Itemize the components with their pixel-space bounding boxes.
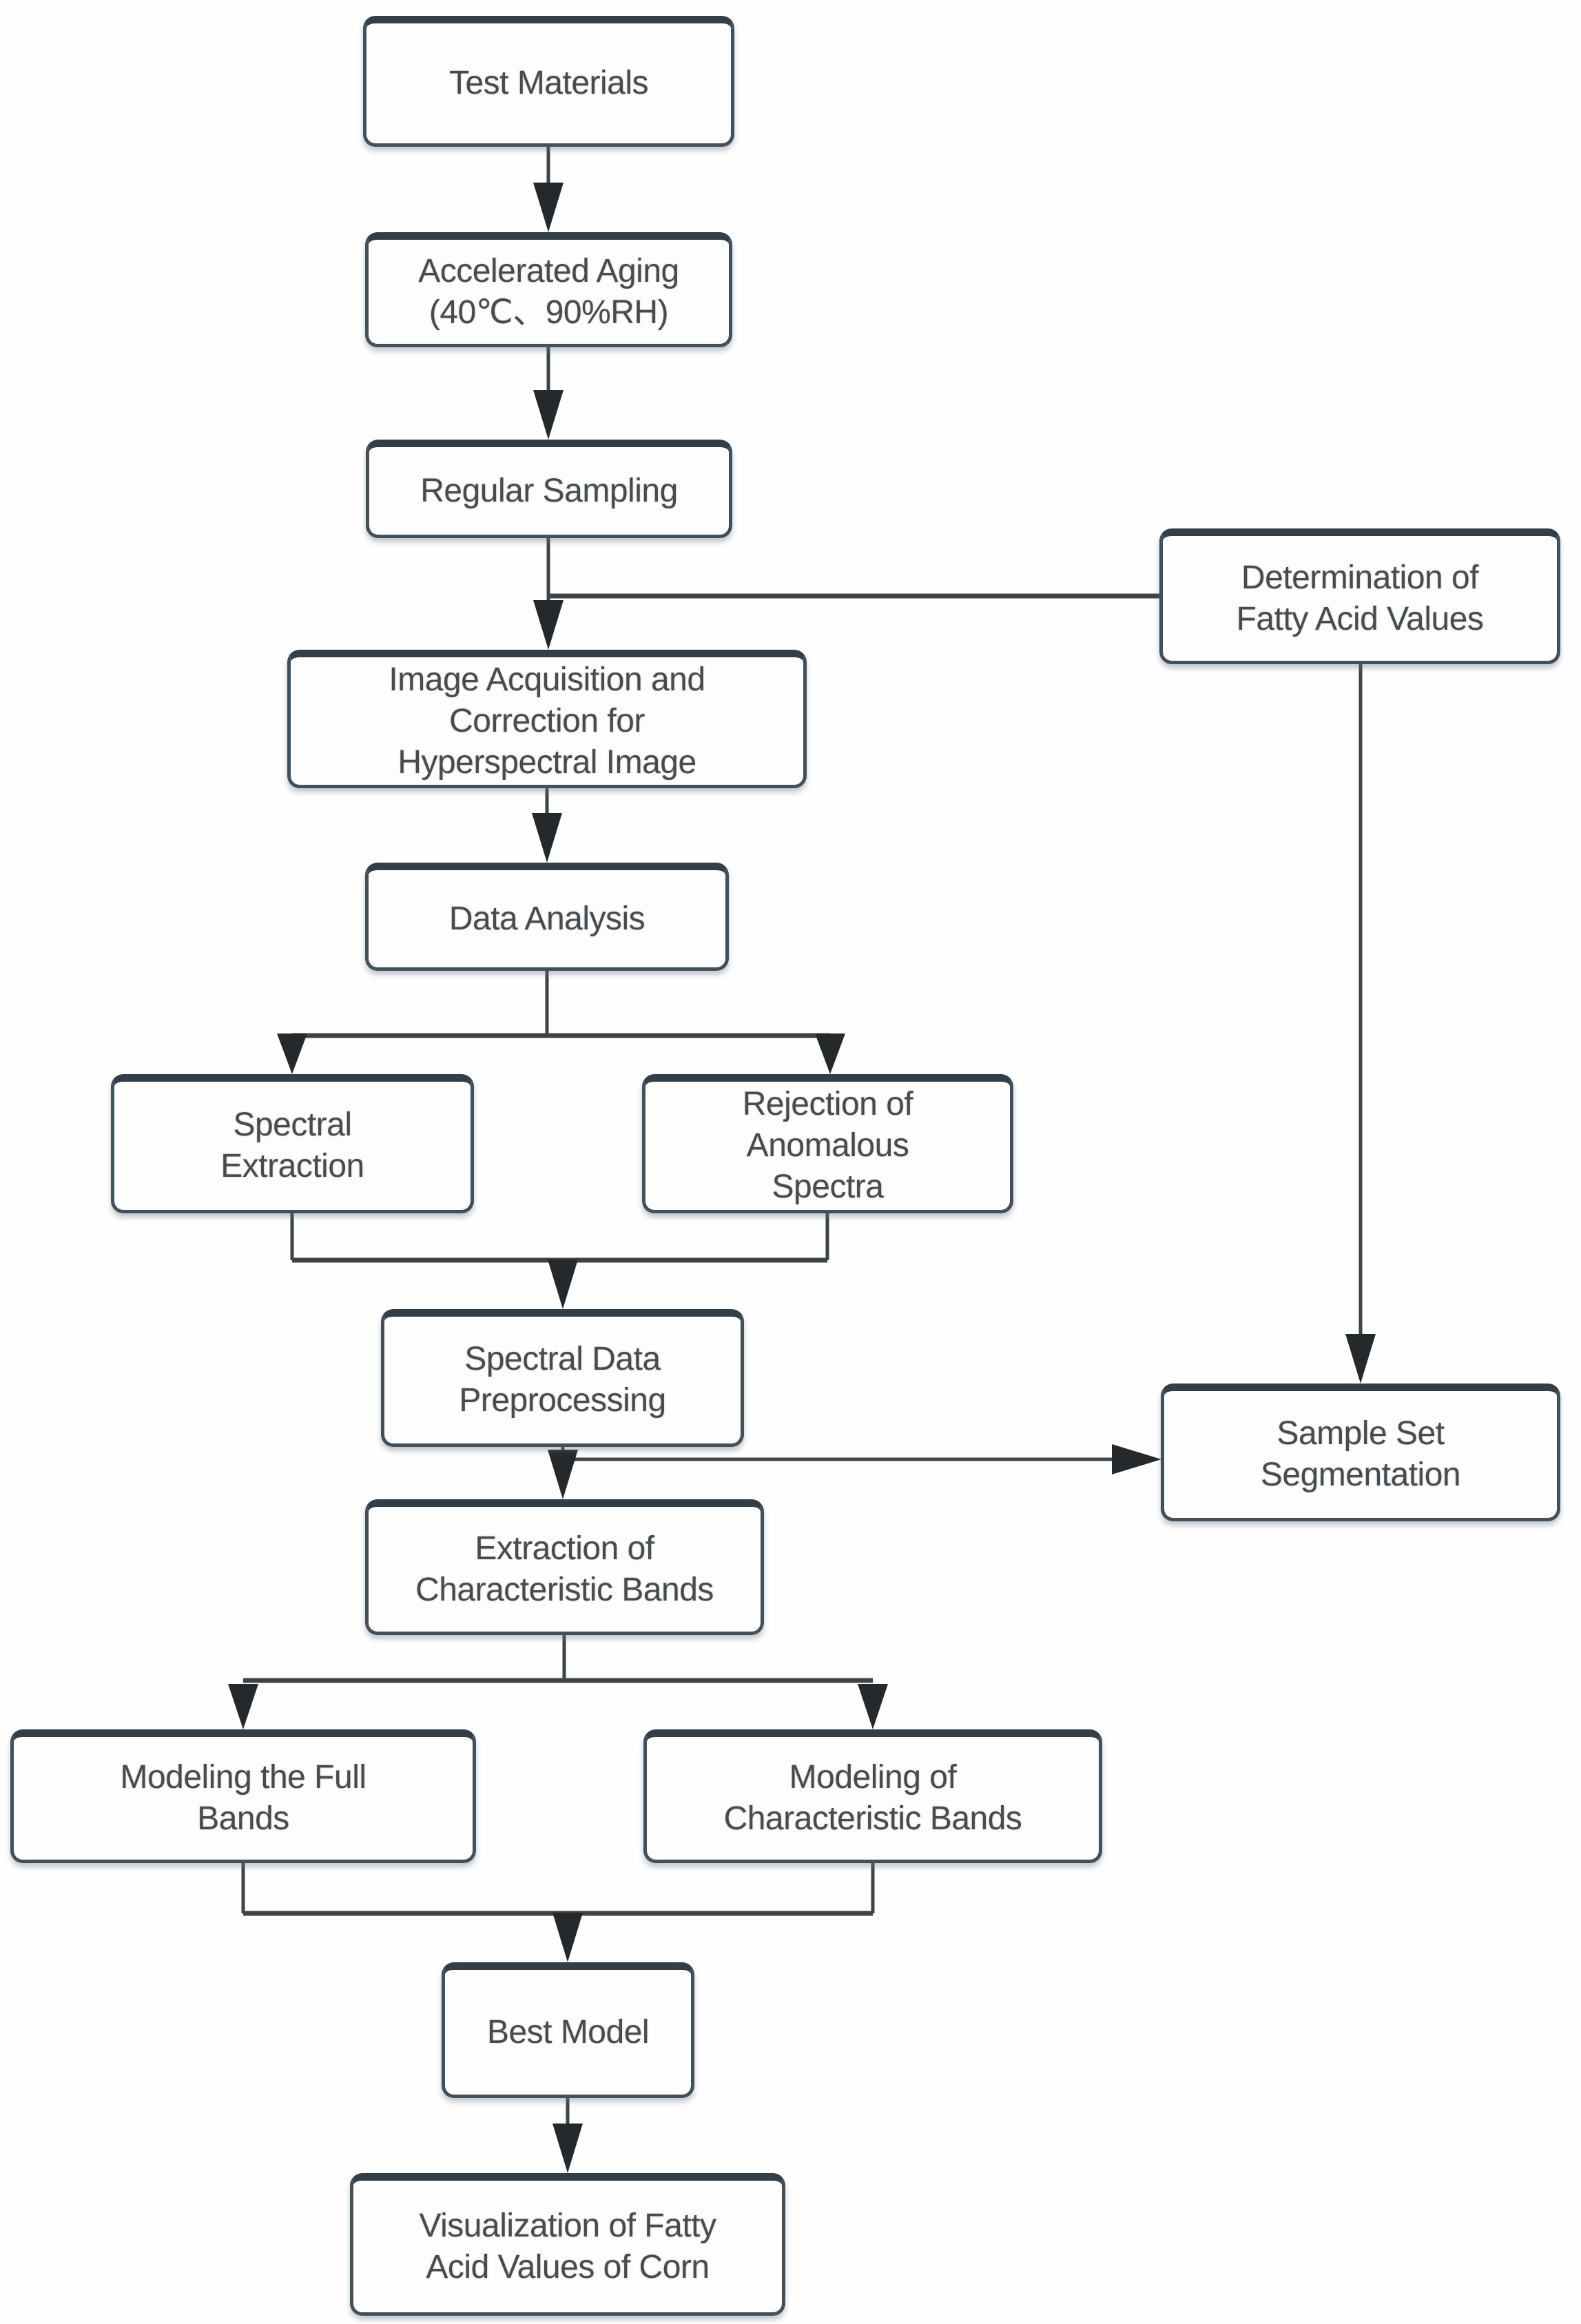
arrow-aging-to-sampling (533, 347, 564, 440)
node-determination-fatty-acid: Determination of Fatty Acid Values (1159, 528, 1560, 664)
node-visualization-fatty-acid-label: Visualization of Fatty Acid Values of Co… (419, 2207, 716, 2285)
node-spectral-extraction: Spectral Extraction (111, 1074, 474, 1213)
node-spectral-extraction-label: Spectral Extraction (220, 1107, 364, 1184)
node-image-acquisition-label: Image Acquisition and Correction for Hyp… (389, 661, 705, 781)
node-determination-fatty-acid-label: Determination of Fatty Acid Values (1236, 559, 1484, 637)
node-test-materials-label: Test Materials (448, 65, 649, 101)
node-accelerated-aging-label: Accelerated Aging (40℃、90%RH) (418, 252, 679, 331)
arrow-test-to-aging (533, 146, 564, 232)
node-spectral-data-preprocessing-label: Spectral Data Preprocessing (459, 1341, 666, 1419)
node-regular-sampling: Regular Sampling (366, 440, 732, 538)
node-rejection-anomalous-spectra: Rejection of Anomalous Spectra (642, 1074, 1013, 1213)
node-sample-set-segmentation: Sample Set Segmentation (1161, 1384, 1560, 1521)
arrow-acquisition-to-analysis (532, 788, 562, 863)
merge-modeling-to-best-model (241, 1862, 875, 1962)
node-spectral-data-preprocessing: Spectral Data Preprocessing (381, 1309, 744, 1447)
arrow-best-model-to-visualization (552, 2097, 583, 2173)
node-modeling-full-bands: Modeling the Full Bands (10, 1729, 476, 1863)
node-modeling-characteristic-bands: Modeling of Characteristic Bands (643, 1729, 1102, 1863)
node-data-analysis: Data Analysis (365, 863, 729, 971)
node-best-model: Best Model (442, 1962, 694, 2098)
arrow-determination-to-segmentation (1345, 664, 1376, 1384)
node-rejection-anomalous-spectra-label: Rejection of Anomalous Spectra (742, 1086, 913, 1205)
merge-spectral-to-preprocessing (290, 1213, 829, 1309)
node-modeling-characteristic-bands-label: Modeling of Characteristic Bands (723, 1759, 1022, 1837)
split-extraction-to-modeling (228, 1634, 888, 1729)
node-visualization-fatty-acid: Visualization of Fatty Acid Values of Co… (350, 2173, 785, 2316)
arrow-sampling-to-acquisition (533, 537, 1161, 650)
node-test-materials: Test Materials (363, 16, 734, 147)
node-sample-set-segmentation-label: Sample Set Segmentation (1260, 1415, 1461, 1493)
node-extraction-characteristic-bands: Extraction of Characteristic Bands (365, 1499, 764, 1635)
node-extraction-characteristic-bands-label: Extraction of Characteristic Bands (415, 1530, 714, 1608)
node-accelerated-aging: Accelerated Aging (40℃、90%RH) (365, 232, 732, 347)
node-best-model-label: Best Model (486, 2013, 650, 2050)
node-regular-sampling-label: Regular Sampling (420, 472, 678, 509)
node-modeling-full-bands-label: Modeling the Full Bands (120, 1759, 366, 1837)
arrow-preprocessing-to-extraction (548, 1444, 1161, 1499)
split-analysis-to-spectral (277, 970, 845, 1074)
node-data-analysis-label: Data Analysis (448, 900, 645, 937)
node-image-acquisition: Image Acquisition and Correction for Hyp… (287, 650, 807, 788)
